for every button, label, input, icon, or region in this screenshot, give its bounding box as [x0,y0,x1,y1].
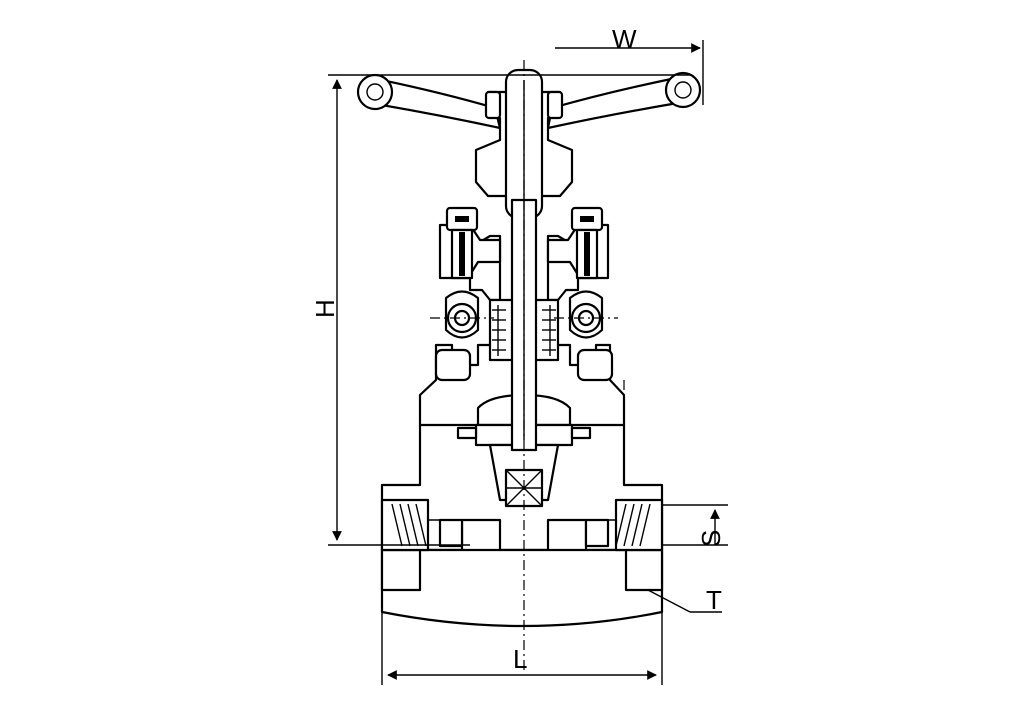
dimension-h-label: H [310,299,340,318]
dimension-s-label: S [696,530,726,547]
dimension-w: W [555,24,704,105]
lower-body [380,498,664,628]
dimension-l-label: L [513,644,527,674]
dimension-s: S [662,504,728,547]
center-lines [430,60,625,670]
dimension-t: T [647,585,722,615]
dimension-l: L [381,590,663,685]
dimension-h: H [310,74,690,546]
dimension-w-label: W [612,24,637,54]
dimension-t-label: T [706,585,722,615]
